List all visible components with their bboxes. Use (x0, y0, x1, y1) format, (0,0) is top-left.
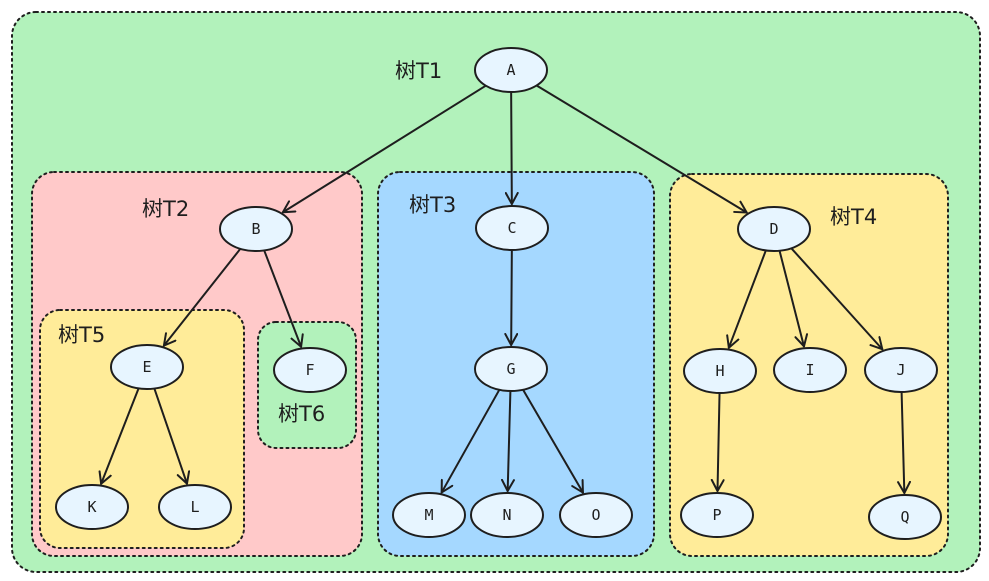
edge-a-b (281, 84, 487, 214)
edge-j-q (897, 390, 912, 495)
edge-h-p (710, 391, 725, 493)
node-label: D (769, 220, 778, 238)
node-label: O (591, 506, 600, 524)
region-label-t5: 树T5 (58, 323, 105, 347)
node-label: C (507, 219, 516, 237)
node-shape (475, 205, 549, 251)
node-o[interactable]: O (559, 492, 633, 538)
node-shape (773, 347, 847, 393)
edge-d-j (790, 247, 884, 351)
nodes-layer: A B C D E F G H I J K L M N O P Q (55, 47, 942, 540)
node-shape (474, 47, 548, 93)
node-shape (392, 492, 466, 538)
edge-d-i (778, 249, 809, 348)
node-q[interactable]: Q (868, 494, 942, 540)
node-n[interactable]: N (470, 492, 544, 538)
node-label: A (506, 61, 515, 79)
node-label: K (87, 498, 96, 516)
region-label-t2: 树T2 (142, 197, 189, 221)
node-i[interactable]: I (773, 347, 847, 393)
node-shape (868, 494, 942, 540)
region-label-t4: 树T4 (830, 205, 877, 229)
node-d[interactable]: D (737, 206, 811, 252)
node-label: N (502, 506, 511, 524)
node-label: H (715, 362, 724, 380)
node-shape (474, 346, 548, 392)
node-shape (680, 492, 754, 538)
node-f[interactable]: F (273, 347, 347, 393)
node-shape (158, 484, 232, 530)
node-shape (737, 206, 811, 252)
node-label: B (251, 220, 260, 238)
node-shape (55, 484, 129, 530)
node-shape (219, 206, 293, 252)
edge-g-o (522, 388, 584, 494)
node-label: Q (900, 508, 909, 526)
edge-b-e (162, 247, 242, 347)
edges-layer (98, 84, 912, 495)
edge-e-k (98, 387, 140, 485)
node-g[interactable]: G (474, 346, 548, 392)
node-l[interactable]: L (158, 484, 232, 530)
node-shape (110, 344, 184, 390)
node-label: P (712, 506, 721, 524)
node-shape (683, 348, 757, 394)
edge-d-h (726, 249, 767, 349)
node-label: I (805, 361, 814, 379)
node-j[interactable]: J (864, 347, 938, 393)
edge-c-g (504, 248, 519, 347)
node-shape (470, 492, 544, 538)
node-a[interactable]: A (474, 47, 548, 93)
node-shape (864, 347, 938, 393)
edge-a-c (504, 90, 519, 206)
region-label-t3: 树T3 (409, 193, 456, 217)
node-label: L (190, 498, 199, 516)
node-shape (559, 492, 633, 538)
node-h[interactable]: H (683, 348, 757, 394)
region-label-t1: 树T1 (395, 59, 442, 83)
node-k[interactable]: K (55, 484, 129, 530)
edge-a-d (535, 84, 748, 214)
node-e[interactable]: E (110, 344, 184, 390)
edge-b-f (263, 249, 304, 348)
labels-layer: 树T1 树T2 树T3 树T4 树T5 树T6 (58, 59, 877, 426)
regions-layer (11, 11, 981, 573)
region-label-t6: 树T6 (278, 402, 325, 426)
node-c[interactable]: C (475, 205, 549, 251)
node-label: M (424, 506, 433, 524)
node-label: J (896, 361, 905, 379)
node-m[interactable]: M (392, 492, 466, 538)
edge-e-l (153, 387, 191, 485)
node-label: E (142, 358, 151, 376)
edge-g-n (500, 389, 515, 493)
node-label: F (305, 361, 314, 379)
node-p[interactable]: P (680, 492, 754, 538)
node-label: G (506, 360, 515, 378)
edge-g-m (440, 388, 501, 494)
node-shape (273, 347, 347, 393)
node-b[interactable]: B (219, 206, 293, 252)
